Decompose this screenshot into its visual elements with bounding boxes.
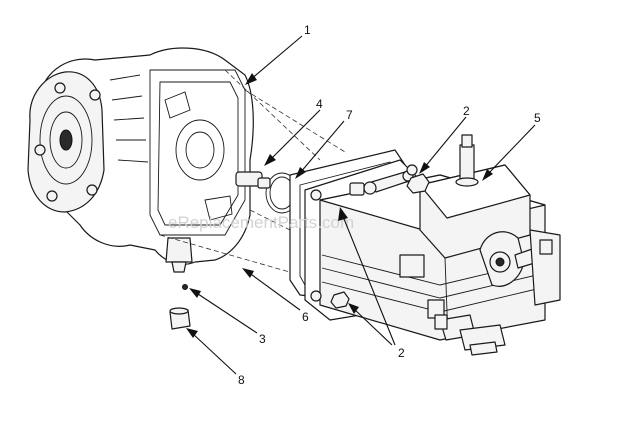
nut-upper: [406, 173, 430, 194]
callout-3: 3: [259, 332, 266, 346]
fitting-4: [257, 177, 271, 189]
watermark-text: eReplacementParts.com: [168, 213, 354, 232]
callout-8: 8: [238, 373, 245, 387]
callout-5: 5: [534, 111, 541, 125]
nut-lower: [330, 291, 350, 309]
callout-4: 4: [316, 97, 323, 111]
callout-labels: 1 2 2 3 4 5 6 7 8: [238, 23, 541, 387]
callout-6: 6: [302, 310, 309, 324]
callout-1: 1: [304, 23, 311, 37]
callout-leaders: [186, 35, 536, 375]
callout-2-lower: 2: [398, 346, 405, 360]
transmission-housing: [27, 47, 263, 273]
check-ball: [182, 284, 188, 290]
callout-7: 7: [346, 108, 353, 122]
hardware-parts: [169, 173, 430, 330]
callout-2-upper: 2: [463, 104, 470, 118]
